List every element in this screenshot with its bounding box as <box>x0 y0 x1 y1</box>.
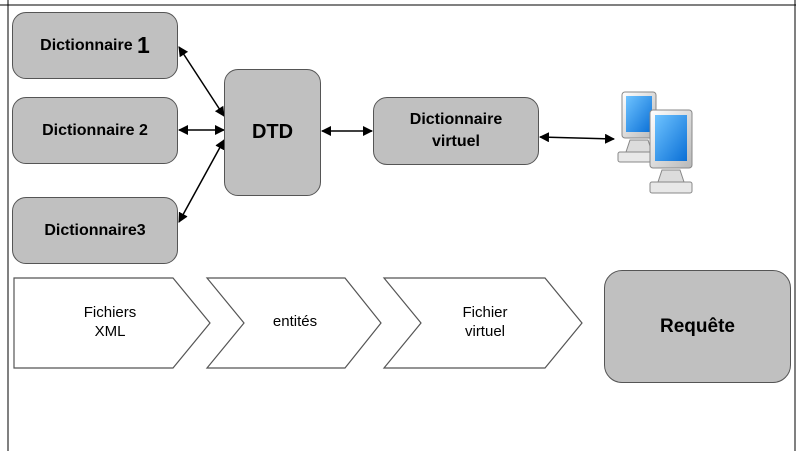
dictionary-3-box: Dictionnaire3 <box>12 197 178 264</box>
query-label: Requête <box>660 315 735 337</box>
arrow-dict1-dtd <box>178 46 225 117</box>
arrow-dict3-dtd <box>178 139 225 223</box>
virtual-dictionary-label: Dictionnaire virtuel <box>409 111 503 150</box>
chevron-fichier-virtuel-label: Fichier virtuel <box>462 304 508 340</box>
dictionary-1-label: Dictionnaire <box>40 36 138 54</box>
chevron-fichiers-xml <box>13 277 211 369</box>
chevron-fichiers-xml-label: Fichiers XML <box>83 304 137 340</box>
dictionary-2-box: Dictionnaire 2 <box>12 97 178 164</box>
dictionary-1-box: Dictionnaire 1 <box>12 12 178 79</box>
virtual-dictionary-box: Dictionnaire virtuel <box>373 97 539 165</box>
chevron-fichier-virtuel <box>382 277 583 369</box>
chevron-entites-label: entités <box>272 313 318 330</box>
dictionary-3-label: Dictionnaire3 <box>44 221 146 239</box>
query-box: Requête <box>604 270 791 383</box>
arrow-virtual-computers <box>539 132 615 144</box>
chevron-entites <box>205 277 382 369</box>
dictionary-1-number: 1 <box>137 32 150 58</box>
dtd-box: DTD <box>224 69 321 196</box>
dtd-label: DTD <box>251 121 294 143</box>
networked-computers-icon <box>616 90 698 196</box>
dictionary-2-label: Dictionnaire 2 <box>42 121 148 139</box>
